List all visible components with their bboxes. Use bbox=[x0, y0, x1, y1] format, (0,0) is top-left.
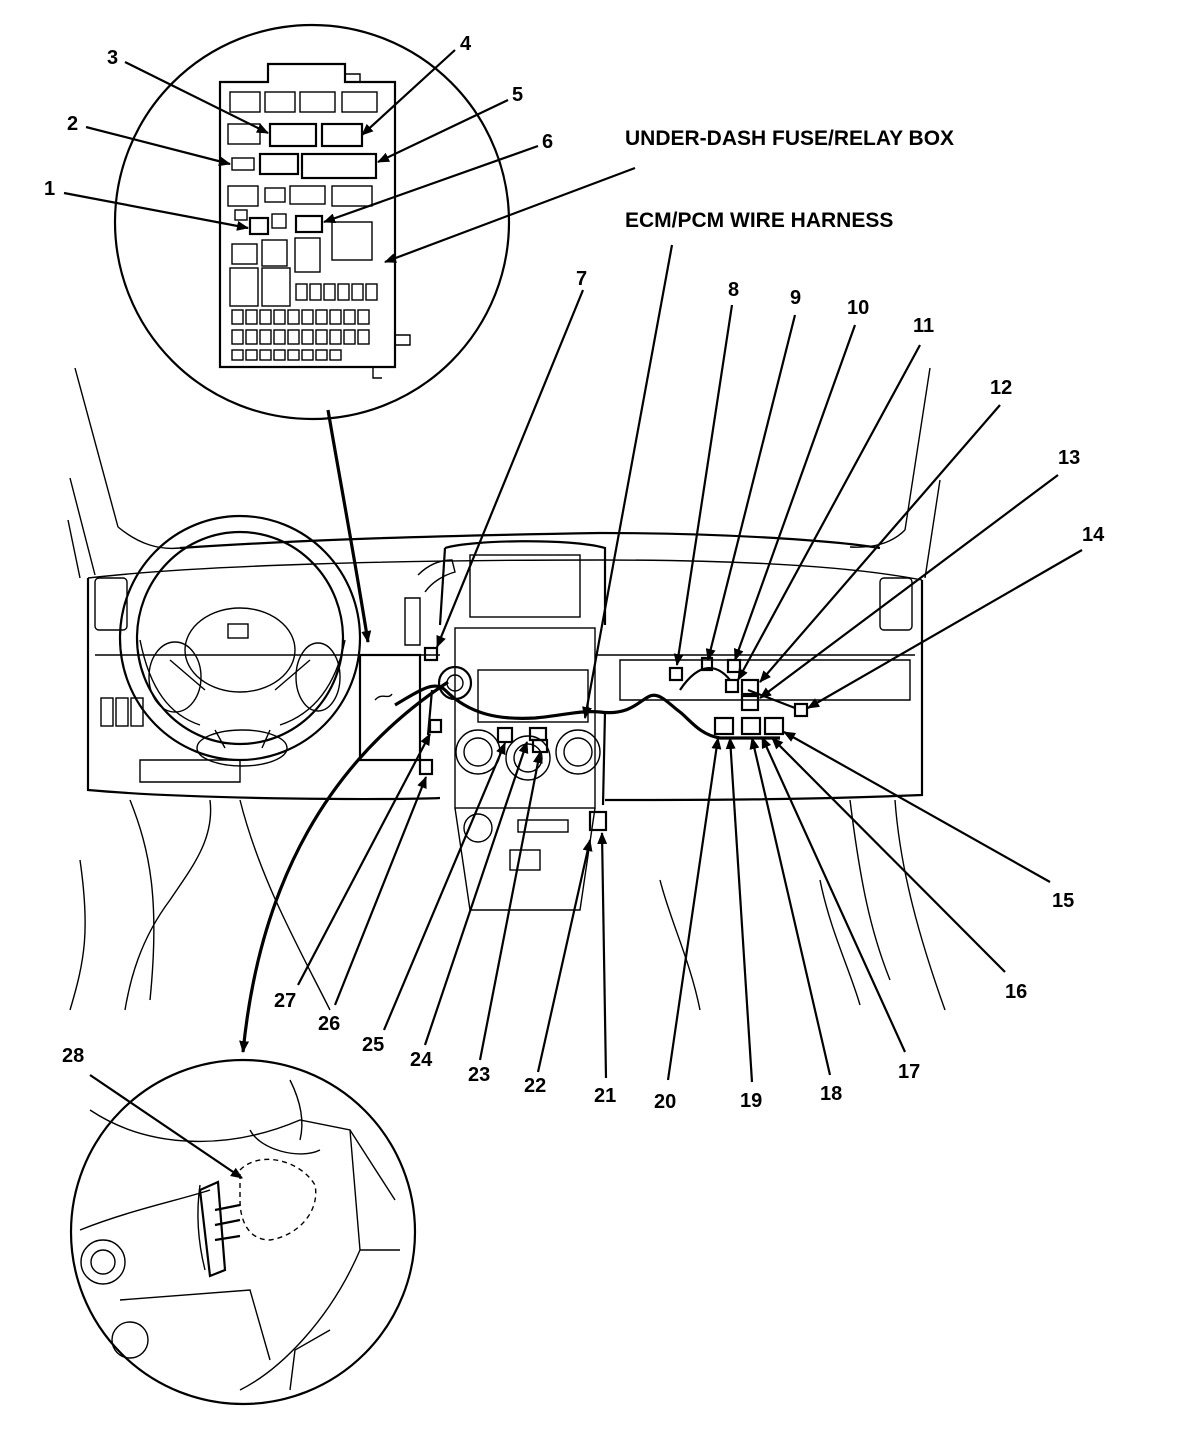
detail-circle-bottom bbox=[69, 1058, 417, 1406]
callout-28-leader bbox=[89, 1074, 243, 1179]
connector-5 bbox=[300, 152, 378, 180]
fuse-relay-box-drawing bbox=[218, 62, 411, 379]
callout-numbers: 1 2 3 4 5 6 7 8 9 10 11 12 13 14 15 16 1… bbox=[44, 33, 1105, 1113]
connector-6 bbox=[294, 214, 324, 234]
callout-14: 14 bbox=[1082, 524, 1105, 546]
connector-26 bbox=[418, 758, 434, 776]
connector-11 bbox=[724, 678, 740, 694]
lower-detail-circle bbox=[69, 1058, 417, 1406]
callout-2: 2 bbox=[67, 113, 78, 135]
callout-23: 23 bbox=[468, 1064, 490, 1086]
center-console bbox=[437, 540, 607, 911]
connector-1 bbox=[248, 216, 270, 236]
dash-fuse-relay-box bbox=[358, 653, 422, 762]
fuse-box-detail-circle bbox=[113, 23, 511, 421]
callout-21: 21 bbox=[594, 1085, 616, 1107]
connector-10 bbox=[726, 658, 742, 674]
callout-19: 19 bbox=[740, 1090, 762, 1112]
callout-15: 15 bbox=[1052, 890, 1074, 912]
harness-connectors bbox=[418, 646, 809, 832]
connector-14 bbox=[793, 702, 809, 718]
dash-callout-leaders bbox=[297, 289, 1083, 1083]
steering-wheel bbox=[118, 514, 362, 767]
detail-pointer-arrow bbox=[326, 409, 372, 643]
ecm-pcm-wire-harness bbox=[394, 684, 780, 740]
connector-27 bbox=[428, 718, 443, 734]
callout-4: 4 bbox=[460, 33, 472, 55]
callout-18: 18 bbox=[820, 1083, 842, 1105]
callout-6: 6 bbox=[542, 131, 553, 153]
fuse-box-leader bbox=[384, 166, 636, 264]
callout-1: 1 bbox=[44, 178, 55, 200]
callout-7: 7 bbox=[576, 268, 587, 290]
fuse-box-label: UNDER-DASH FUSE/RELAY BOX bbox=[625, 127, 954, 150]
connector-4 bbox=[320, 122, 364, 148]
callout-28: 28 bbox=[62, 1045, 84, 1067]
callout-16: 16 bbox=[1005, 981, 1027, 1003]
connector-12 bbox=[740, 678, 760, 696]
callout-22: 22 bbox=[524, 1075, 546, 1097]
fuse-box-callout-leaders bbox=[63, 49, 539, 231]
harness-label: ECM/PCM WIRE HARNESS bbox=[625, 209, 893, 232]
callout-20: 20 bbox=[654, 1091, 676, 1113]
callout-26: 26 bbox=[318, 1013, 340, 1035]
callout-27: 27 bbox=[274, 990, 296, 1012]
connector-21 bbox=[588, 810, 608, 832]
connector-2 bbox=[231, 157, 255, 171]
connector-3 bbox=[268, 122, 318, 148]
callout-8: 8 bbox=[728, 279, 739, 301]
connector-13 bbox=[740, 694, 760, 712]
callout-5: 5 bbox=[512, 84, 523, 106]
callout-9: 9 bbox=[790, 287, 801, 309]
detail-circle-top bbox=[113, 23, 511, 421]
connector-19 bbox=[713, 716, 735, 736]
harness-leader bbox=[582, 244, 674, 719]
connector-7 bbox=[423, 646, 439, 662]
callout-11: 11 bbox=[913, 315, 934, 337]
detail-pointer-arrow-bottom bbox=[239, 680, 449, 1053]
callout-24: 24 bbox=[410, 1049, 433, 1071]
connector-8 bbox=[668, 666, 684, 682]
callout-3: 3 bbox=[107, 47, 118, 69]
connector-15 bbox=[763, 716, 785, 736]
connector-24 bbox=[496, 726, 514, 744]
hidden-connector-28 bbox=[239, 1158, 317, 1241]
connector-17 bbox=[740, 716, 762, 736]
callout-12: 12 bbox=[990, 377, 1012, 399]
callout-25: 25 bbox=[362, 1034, 384, 1056]
callout-10: 10 bbox=[847, 297, 869, 319]
callout-17: 17 bbox=[898, 1061, 920, 1083]
callout-13: 13 bbox=[1058, 447, 1080, 469]
